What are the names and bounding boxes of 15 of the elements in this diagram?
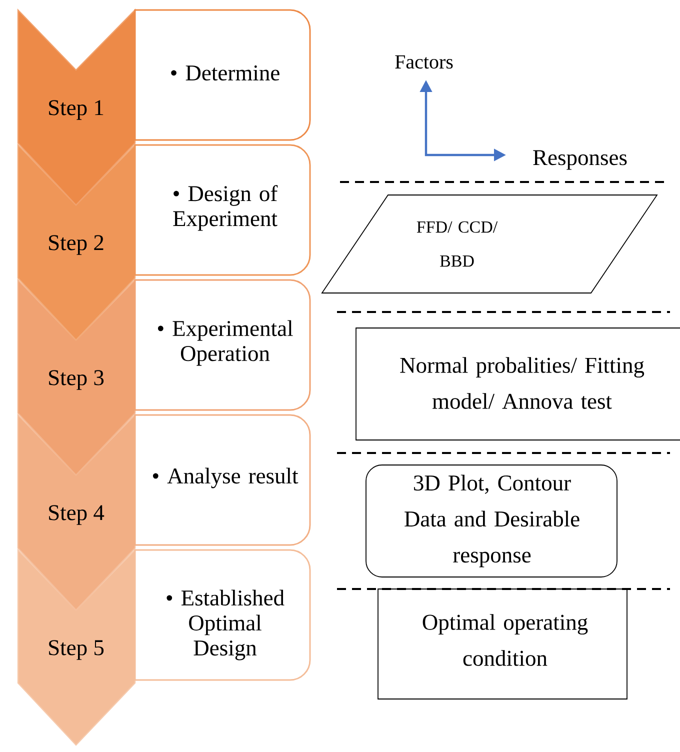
process-box: Optimal operating condition (378, 588, 628, 700)
step-band: Step 3 (17, 278, 136, 476)
process-box: Normal probalities/ Fitting model/ Annova test (356, 328, 680, 440)
rounded-box: 3D Plot, Contour Data and Desirable response (366, 464, 618, 578)
step-band: Step 4 (17, 414, 136, 611)
step-band: Step 1 (17, 8, 136, 206)
step-box: • Determine (134, 9, 311, 141)
axis-label: Responses (533, 150, 627, 170)
step-band: Step 5 (17, 548, 136, 746)
axis-label: Factors (395, 55, 453, 69)
step-box: • Analyse result (134, 414, 311, 546)
step-box: • Established Optimal Design (134, 549, 311, 681)
step-box: • Design of Experiment (134, 144, 311, 276)
step-band: Step 2 (17, 144, 136, 341)
step-box: • Experimental Operation (134, 279, 311, 411)
